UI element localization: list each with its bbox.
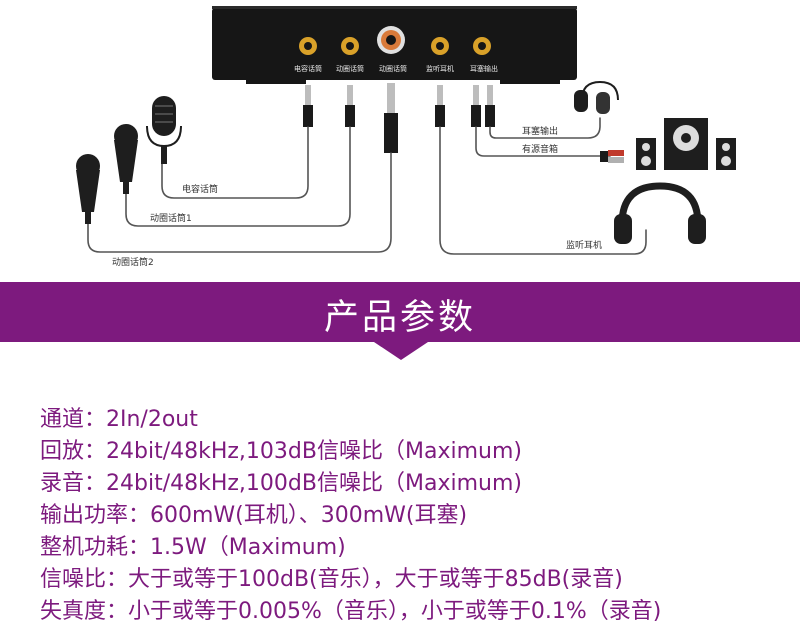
jack-monitor-headphone <box>431 37 449 55</box>
spec-item: 回放：24bit/48kHz,103dB信噪比（Maximum) <box>40 439 522 464</box>
cable-label-condenser-mic: 电容话筒 <box>182 183 218 195</box>
device-foot-right <box>500 78 560 84</box>
cable-label-monitor-headphone: 监听耳机 <box>566 239 602 251</box>
cable-label-dynamic-mic-2: 动圈话筒2 <box>112 256 154 268</box>
earphones-icon <box>574 80 619 114</box>
monitor-headphones-icon <box>614 182 706 244</box>
jack-label: 动圈话筒 <box>379 64 407 73</box>
device-foot-left <box>246 78 306 84</box>
rca-plug-active-speaker <box>600 150 624 163</box>
cable-active-speaker <box>475 126 611 157</box>
cable-label-dynamic-mic-1: 动圈话筒1 <box>150 212 192 224</box>
dynamic-microphone-1-icon <box>114 124 138 194</box>
section-banner: 产品参数 <box>0 282 800 342</box>
plug-dynamic-mic-1 <box>345 85 355 127</box>
spec-item: 通道：2In/2out <box>40 407 198 432</box>
spec-item: 整机功耗：1.5W（Maximum) <box>40 535 346 560</box>
cable-label-earphone-out: 耳塞输出 <box>522 125 558 137</box>
section-title: 产品参数 <box>323 298 476 338</box>
device-top-edge <box>212 6 577 9</box>
active-speaker-icon <box>636 118 736 170</box>
plug-earphone-out <box>471 85 495 127</box>
jack-label: 电容话筒 <box>294 64 322 73</box>
cable-dynamic-mic-2 <box>87 152 392 253</box>
plug-monitor-headphone <box>435 85 445 127</box>
jack-condenser-mic <box>299 37 317 55</box>
cable-label-active-speaker: 有源音箱 <box>522 143 558 155</box>
banner-pointer <box>371 340 431 360</box>
jack-label: 耳塞输出 <box>470 64 498 73</box>
jack-dynamic-mic-1 <box>341 37 359 55</box>
spec-item: 录音：24bit/48kHz,100dB信噪比（Maximum) <box>40 471 522 496</box>
cable-monitor-headphone <box>439 126 647 255</box>
cable-earphone-out <box>489 117 601 139</box>
cable-condenser-mic <box>161 126 309 199</box>
spec-item: 失真度：小于或等于0.005%（音乐），小于或等于0.1%（录音) <box>40 599 662 624</box>
spec-item: 输出功率：600mW(耳机）、300mW(耳塞) <box>40 503 468 528</box>
connection-diagram: 电容话筒 动圈话筒 动圈话筒 监听耳机 耳塞输出 <box>76 6 736 268</box>
spec-list: 通道：2In/2out 回放：24bit/48kHz,103dB信噪比（Maxi… <box>40 404 780 628</box>
jack-label: 动圈话筒 <box>336 64 364 73</box>
condenser-microphone-icon <box>146 96 182 164</box>
cable-dynamic-mic-1 <box>125 126 351 227</box>
plug-condenser-mic <box>303 85 313 127</box>
spec-item: 信噪比：大于或等于100dB(音乐），大于或等于85dB(录音) <box>40 567 623 592</box>
plug-dynamic-mic-2 <box>384 83 398 153</box>
dynamic-microphone-2-icon <box>76 154 100 224</box>
jack-label: 监听耳机 <box>426 64 454 73</box>
jack-dynamic-mic-2 <box>377 26 405 54</box>
jack-earphone-out <box>473 37 491 55</box>
